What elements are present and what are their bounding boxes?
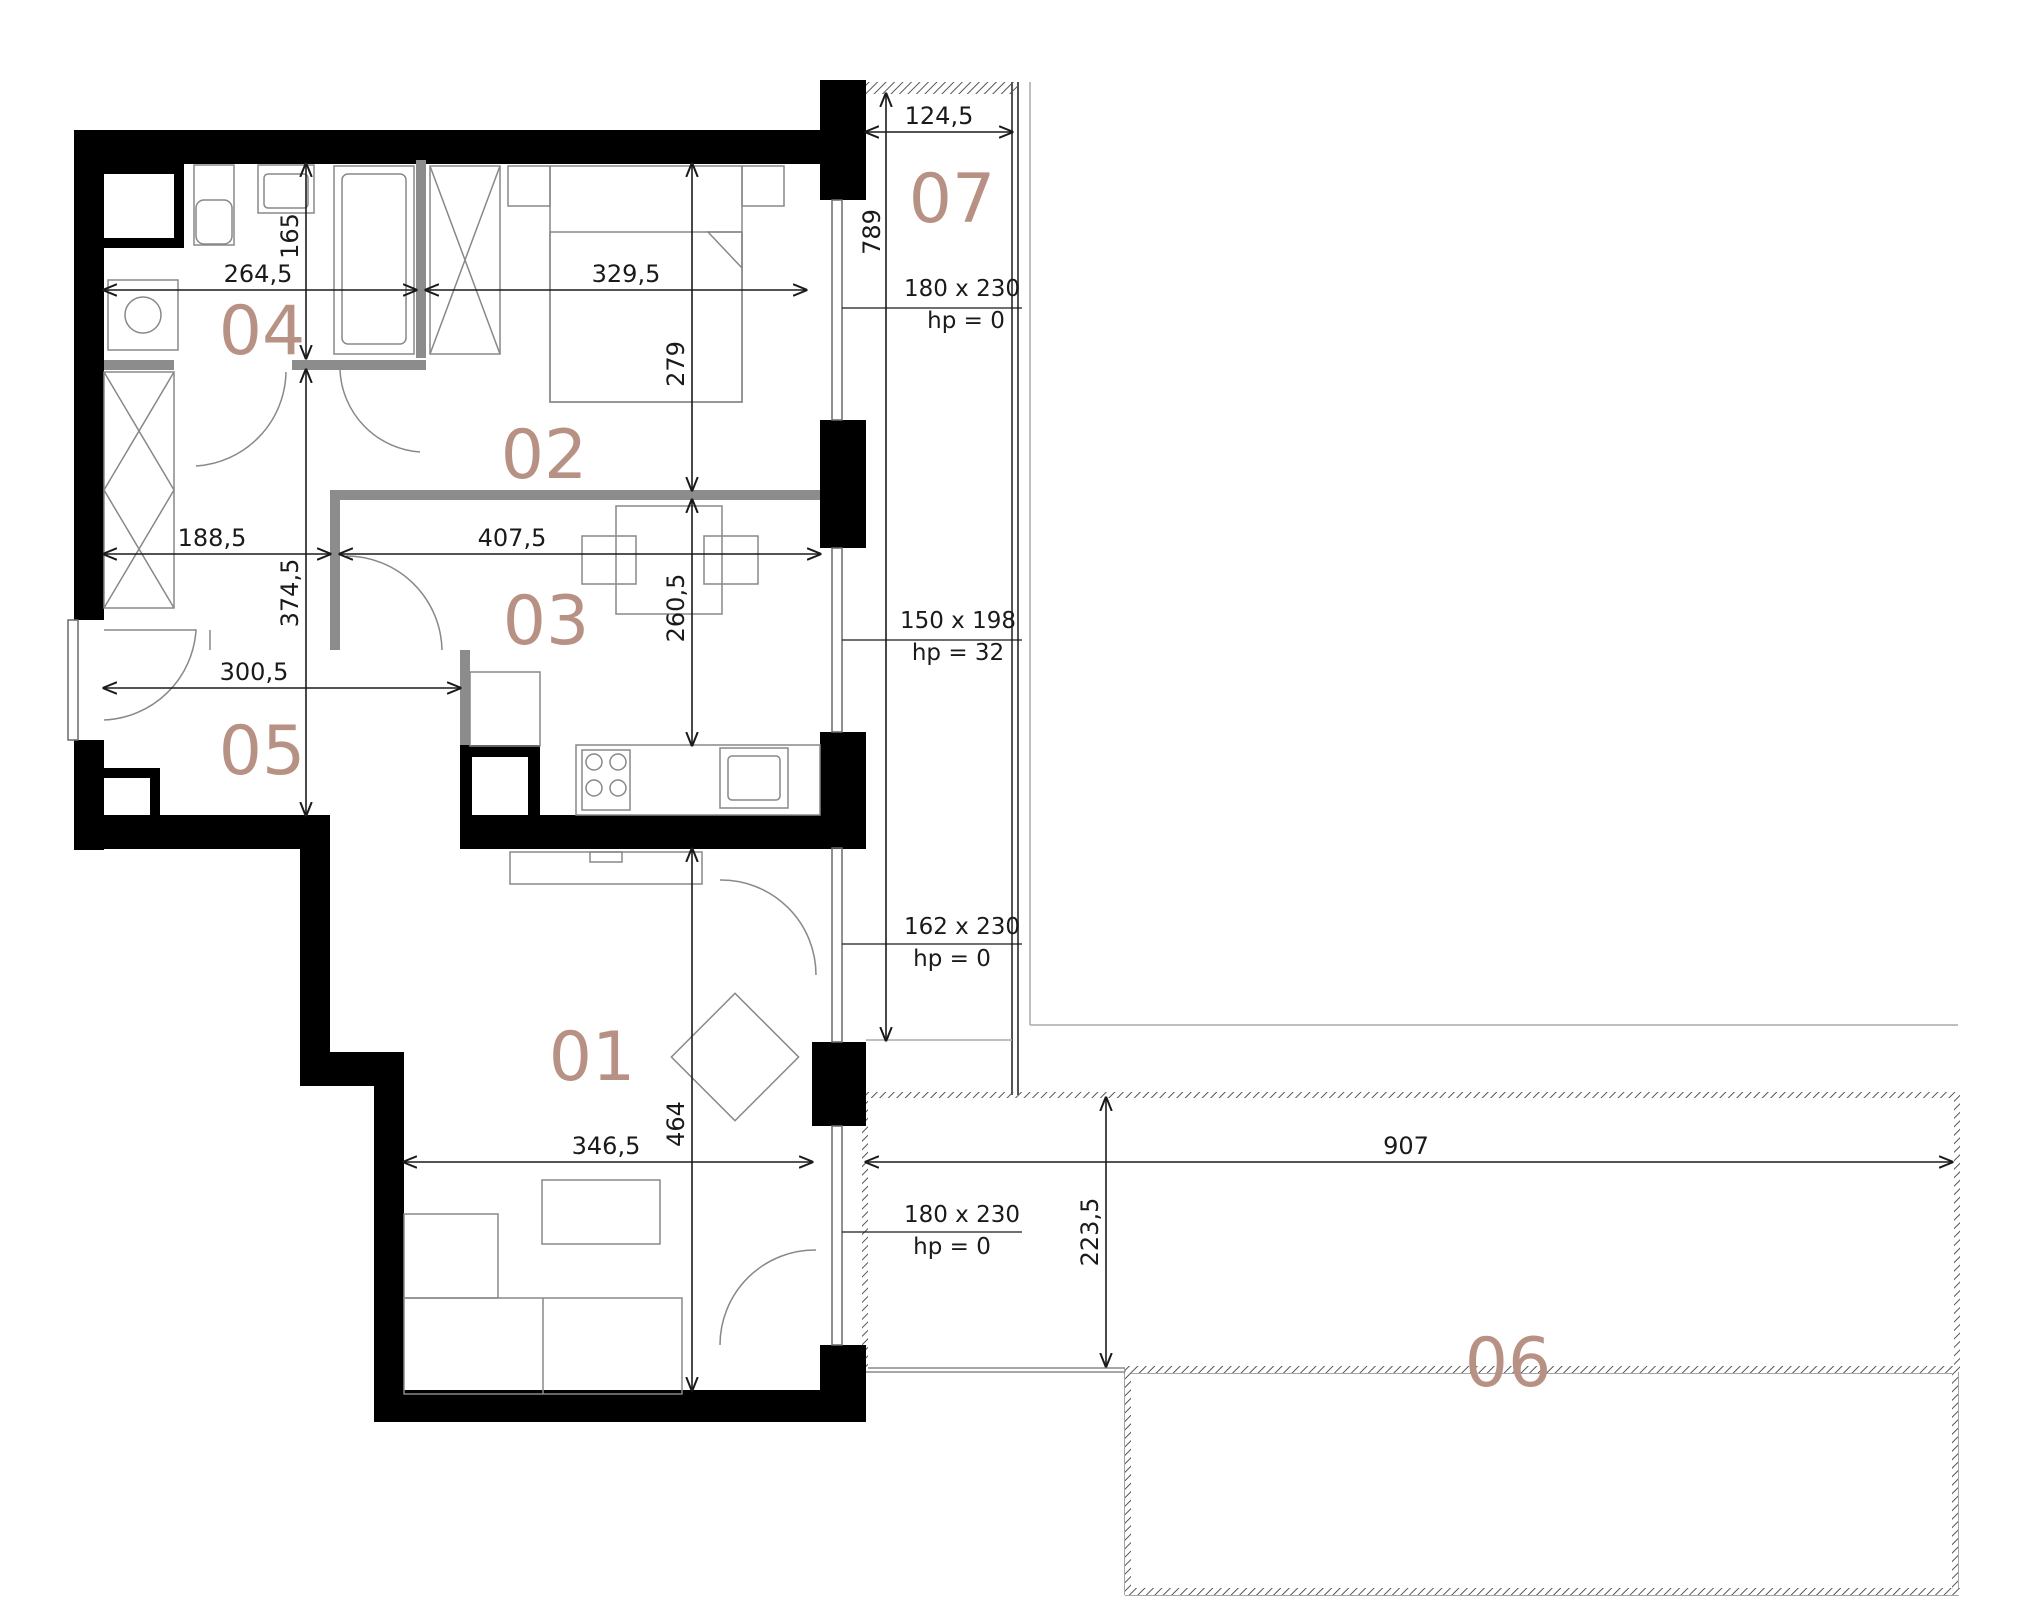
partition-walls bbox=[104, 160, 820, 745]
room-05-label: 05 bbox=[219, 712, 306, 791]
dim-entry-width: 300,5 bbox=[220, 658, 289, 686]
balcony-outline bbox=[866, 82, 1958, 1095]
window-1-size: 180 x 230 bbox=[904, 276, 1020, 302]
window-1-hp: hp = 0 bbox=[927, 308, 1005, 334]
window-3-hp: hp = 0 bbox=[913, 946, 991, 972]
dim-bedroom-depth: 279 bbox=[662, 341, 690, 387]
window-4-size: 180 x 230 bbox=[904, 1202, 1020, 1228]
dim-room03-depth: 260,5 bbox=[662, 574, 690, 643]
window-2-size: 150 x 198 bbox=[900, 608, 1016, 634]
room-01-label: 01 bbox=[549, 1018, 636, 1097]
dimension-lines bbox=[104, 94, 1952, 1390]
room-07-label: 07 bbox=[909, 160, 996, 239]
room-06-label: 06 bbox=[1465, 1324, 1552, 1403]
dim-room03-width: 407,5 bbox=[478, 524, 547, 552]
dim-hall-width: 188,5 bbox=[178, 524, 247, 552]
dim-living-width: 346,5 bbox=[572, 1132, 641, 1160]
dim-terrace-width: 907 bbox=[1383, 1132, 1429, 1160]
terrace-outline bbox=[862, 1092, 1960, 1596]
room-03-label: 03 bbox=[503, 582, 590, 661]
dim-hall-depth: 374,5 bbox=[276, 559, 304, 628]
window-4-hp: hp = 0 bbox=[913, 1234, 991, 1260]
dim-terrace-depth: 223,5 bbox=[1076, 1198, 1104, 1267]
window-3-size: 162 x 230 bbox=[904, 914, 1020, 940]
window-frames bbox=[67, 199, 843, 1346]
door-swings bbox=[103, 369, 817, 1346]
room-02-label: 02 bbox=[501, 416, 588, 495]
dim-bedroom-width: 329,5 bbox=[592, 260, 661, 288]
exterior-walls bbox=[74, 80, 866, 1422]
dim-living-depth: 464 bbox=[662, 1101, 690, 1147]
dim-bath-height: 165 bbox=[276, 213, 304, 259]
window-2-hp: hp = 32 bbox=[912, 640, 1004, 666]
dim-bath-width: 264,5 bbox=[224, 260, 293, 288]
room-04-label: 04 bbox=[219, 292, 306, 371]
dim-balcony-width: 124,5 bbox=[905, 102, 974, 130]
dim-balcony-length: 789 bbox=[858, 209, 886, 255]
